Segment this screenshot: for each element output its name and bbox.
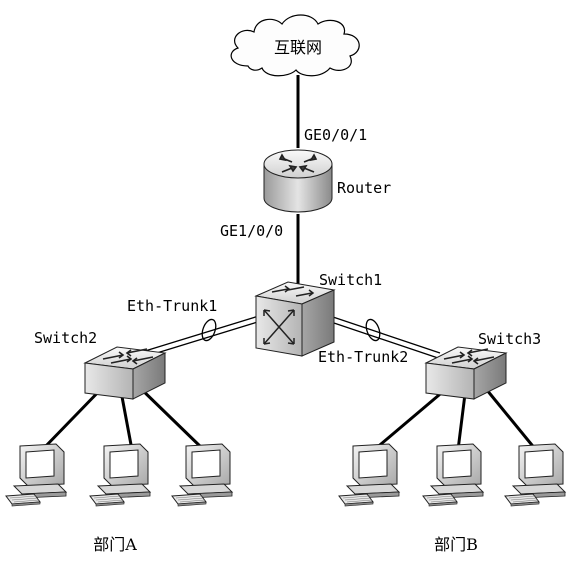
core-switch-icon — [254, 281, 336, 357]
router-label: Router — [337, 179, 391, 197]
link-switch2-pc-a3 — [134, 382, 206, 452]
pc-icon — [89, 443, 151, 507]
router-port-ge1-label: GE1/0/0 — [220, 222, 283, 240]
pc-icon — [5, 443, 67, 507]
link-trunk1-line-a — [131, 314, 263, 356]
switch3-label: Switch3 — [478, 330, 541, 348]
department-b-pcs — [338, 443, 566, 507]
trunk1-marker-icon — [201, 318, 217, 342]
switch1: Switch1 — [254, 271, 382, 357]
trunk2-label: Eth-Trunk2 — [318, 348, 408, 366]
trunk2-marker-icon — [365, 318, 381, 342]
pc-icon — [171, 443, 233, 507]
switch2-icon — [84, 346, 166, 400]
switch3: Switch3 — [425, 330, 541, 400]
pc-icon — [338, 443, 400, 507]
internet-label: 互联网 — [274, 38, 322, 57]
router-icon — [263, 149, 333, 213]
link-switch2-pc-a1 — [40, 382, 108, 452]
link-switch3-pc-b3 — [480, 383, 538, 451]
switch2: Switch2 — [34, 329, 166, 400]
switch3-icon — [425, 346, 507, 400]
link-trunk2-line-b — [327, 320, 439, 359]
cloud-icon — [230, 14, 360, 77]
department-b-label: 部门B — [434, 535, 478, 554]
internet-cloud: 互联网 — [230, 14, 360, 77]
link-trunk2-line-a — [329, 315, 441, 354]
pc-icon — [504, 443, 566, 507]
router: Router GE0/0/1 GE1/0/0 — [220, 126, 391, 240]
department-a-pcs — [5, 443, 233, 507]
switch2-label: Switch2 — [34, 329, 97, 347]
pc-icon — [422, 443, 484, 507]
switch1-label: Switch1 — [319, 271, 382, 289]
trunk1-label: Eth-Trunk1 — [127, 297, 217, 315]
router-port-ge0-label: GE0/0/1 — [304, 126, 367, 144]
department-a-label: 部门A — [93, 535, 137, 554]
